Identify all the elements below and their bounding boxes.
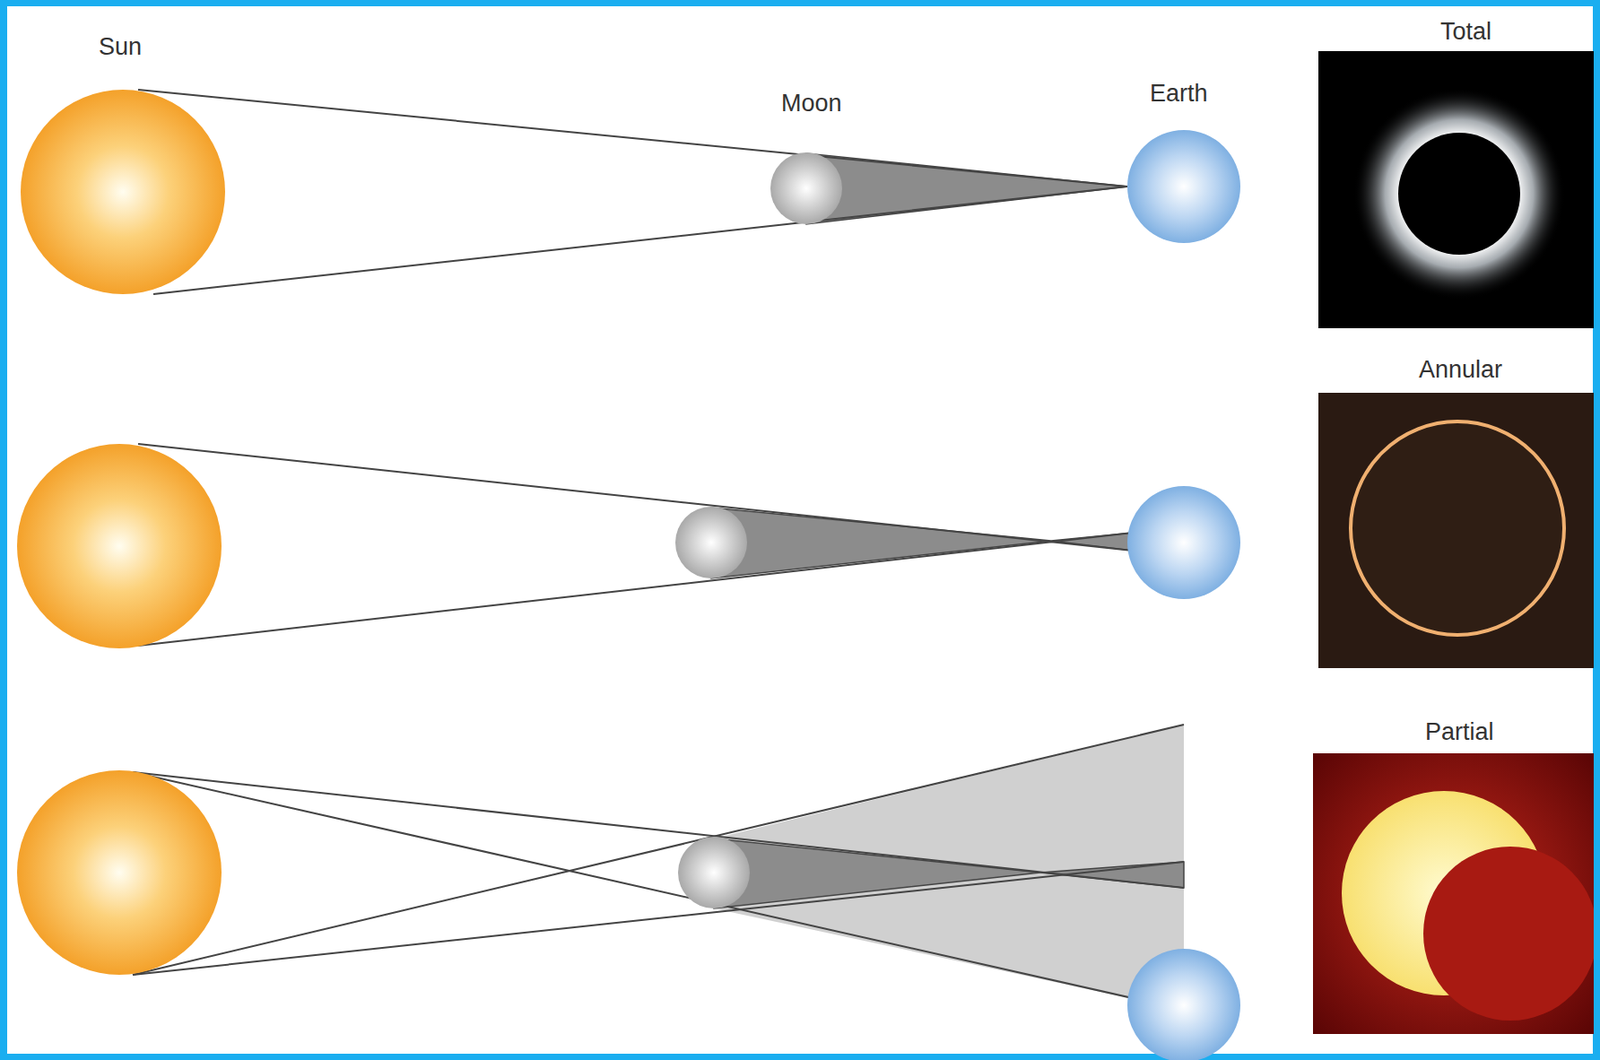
body-label: Sun <box>98 34 142 61</box>
photo-heading: Total <box>1440 18 1492 46</box>
body-label: Earth <box>1149 80 1209 108</box>
body-label: Moon <box>781 90 843 118</box>
photo-heading: Annular <box>1418 356 1503 384</box>
photo-heading: Partial <box>1425 719 1495 747</box>
